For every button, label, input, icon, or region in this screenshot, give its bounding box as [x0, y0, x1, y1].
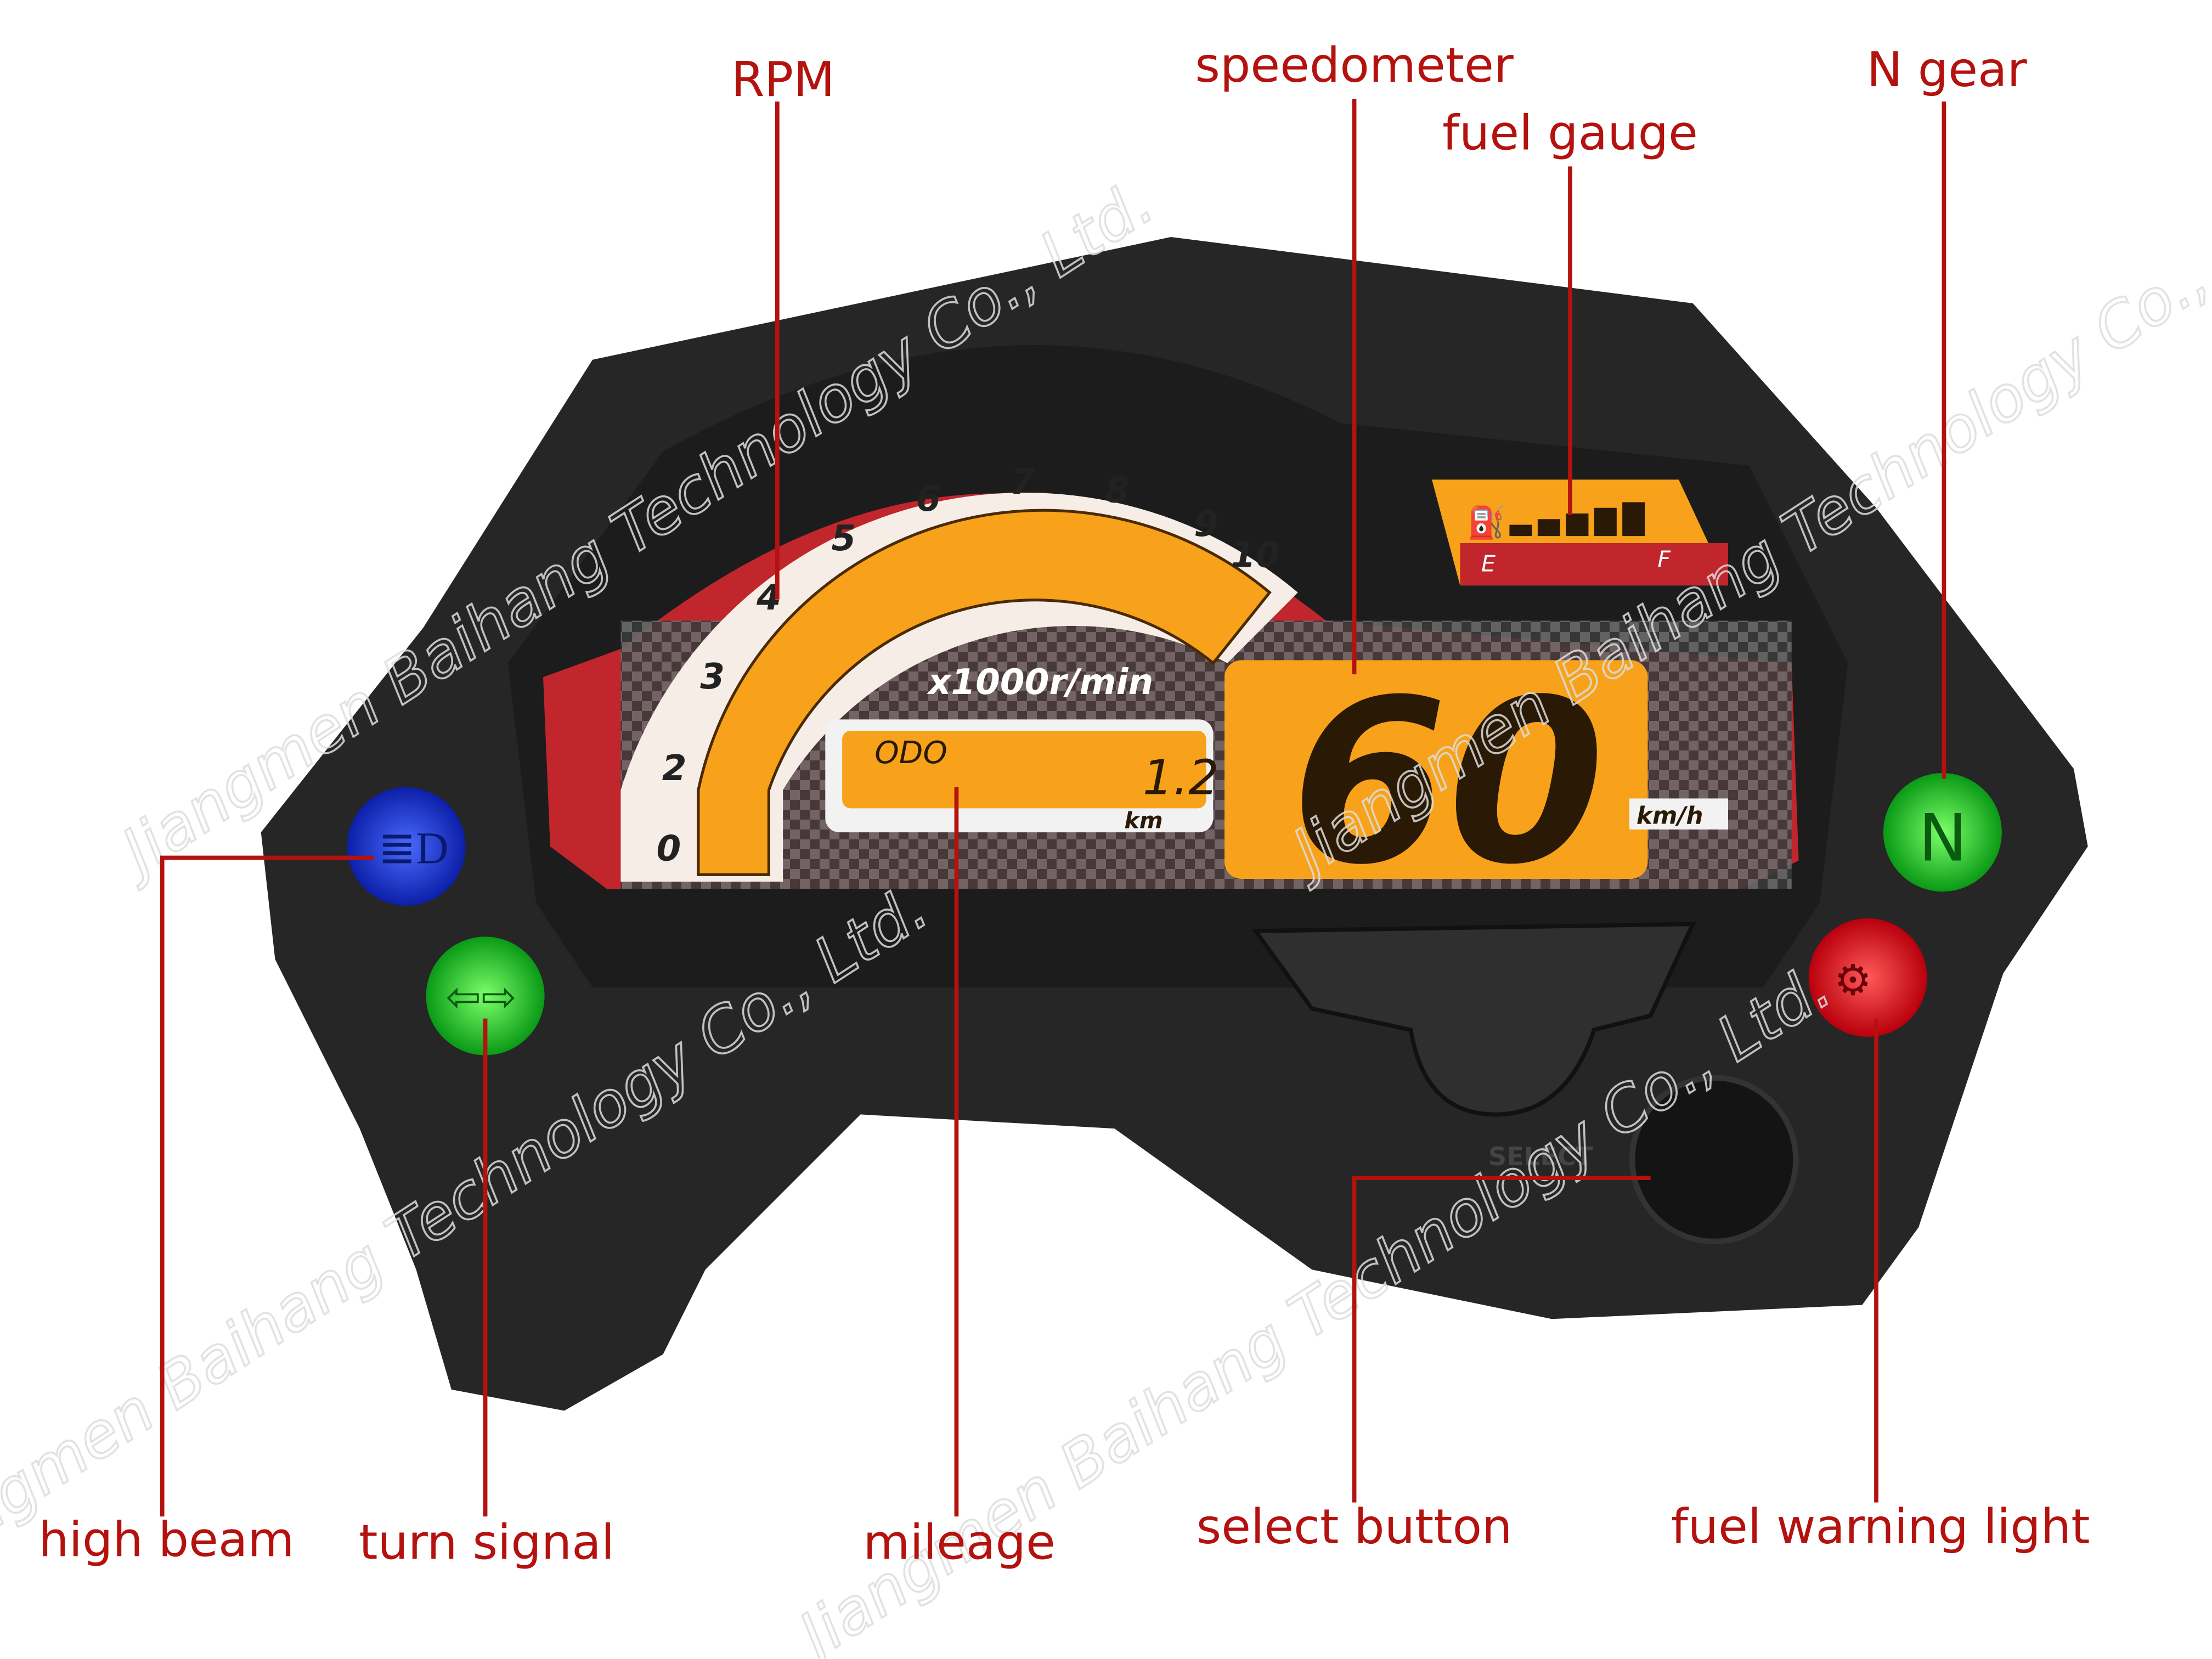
fuel-level-bar — [1622, 502, 1645, 537]
odometer-lcd — [842, 731, 1206, 809]
label-fuel-warning-light: fuel warning light — [1671, 1499, 2090, 1555]
speed-unit: km/h — [1637, 802, 1703, 830]
fuel-pump-icon: ⛽ — [1467, 505, 1505, 540]
label-rpm: RPM — [731, 52, 835, 108]
rpm-tick-label: 3 — [700, 656, 725, 697]
fuel-empty-label: E — [1481, 550, 1496, 577]
rpm-unit: x1000r/min — [927, 662, 1153, 703]
high-beam-indicator — [347, 787, 466, 906]
label-fuel-gauge: fuel gauge — [1442, 105, 1698, 161]
odo-value: 1.2 — [1143, 750, 1219, 806]
neutral-n-icon: N — [1918, 800, 1967, 876]
rpm-tick-label: 7 — [1011, 461, 1035, 503]
rpm-tick-label: 0 — [656, 828, 681, 870]
speed-unit-box — [1629, 798, 1728, 830]
lower-recess — [1251, 922, 1696, 1117]
rpm-tick-label: 10 — [1231, 535, 1280, 576]
fuel-level-bar — [1537, 519, 1560, 537]
turn-signal-indicator — [426, 936, 545, 1056]
high-beam-icon: ≣D — [378, 823, 448, 873]
speed-value: 60 — [1291, 652, 1605, 915]
fuel-scale-strip — [1460, 543, 1728, 586]
rpm-tick-label: 5 — [831, 518, 856, 559]
rpm-tick-label: 2 — [662, 748, 687, 789]
label-mileage: mileage — [863, 1514, 1055, 1570]
engine-warning-icon: ⚙ — [1834, 957, 1872, 1004]
fuel-bars — [1509, 502, 1645, 537]
select-button[interactable] — [1629, 1075, 1799, 1244]
fuel-level-bar — [1509, 524, 1532, 537]
turn-arrows-icon: ⇦⇨ — [446, 974, 517, 1021]
rpm-tick-label: 9 — [1194, 504, 1218, 545]
label-high-beam: high beam — [38, 1511, 294, 1567]
odo-unit: km — [1124, 807, 1163, 833]
label-turn-signal: turn signal — [359, 1514, 614, 1570]
fuel-full-label: F — [1657, 546, 1671, 573]
rpm-tick-label: 6 — [916, 478, 941, 520]
fuel-warning-indicator — [1808, 918, 1927, 1037]
odo-label: ODO — [874, 735, 947, 771]
neutral-indicator — [1883, 773, 2002, 892]
fuel-level-bar — [1594, 507, 1617, 537]
speed-lcd — [1224, 660, 1648, 879]
select-label: SELECT — [1488, 1142, 1594, 1171]
fuel-level-bar — [1566, 514, 1589, 537]
rpm-tick-label: 8 — [1105, 470, 1130, 511]
rpm-bar-graph — [697, 509, 1272, 876]
label-speedometer: speedometer — [1195, 37, 1513, 93]
label-n-gear: N gear — [1867, 42, 2027, 98]
label-select-button: select button — [1197, 1499, 1513, 1555]
